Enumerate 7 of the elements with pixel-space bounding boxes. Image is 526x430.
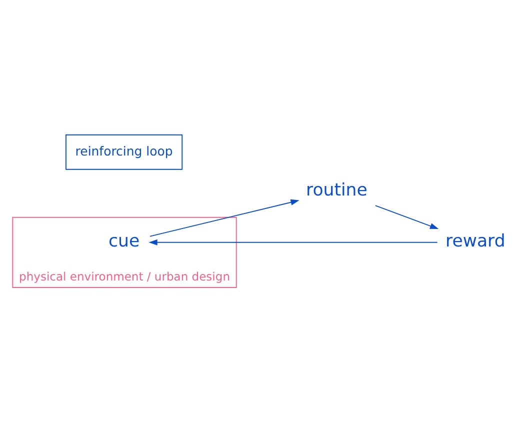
node-text: cue: [108, 232, 140, 252]
node-text: reward: [445, 232, 506, 252]
arrow: [374, 205, 439, 230]
node-box: reinforcing loop: [65, 134, 183, 170]
arrow: [150, 199, 300, 237]
arrow: [148, 239, 438, 246]
node-text: routine: [306, 180, 368, 201]
